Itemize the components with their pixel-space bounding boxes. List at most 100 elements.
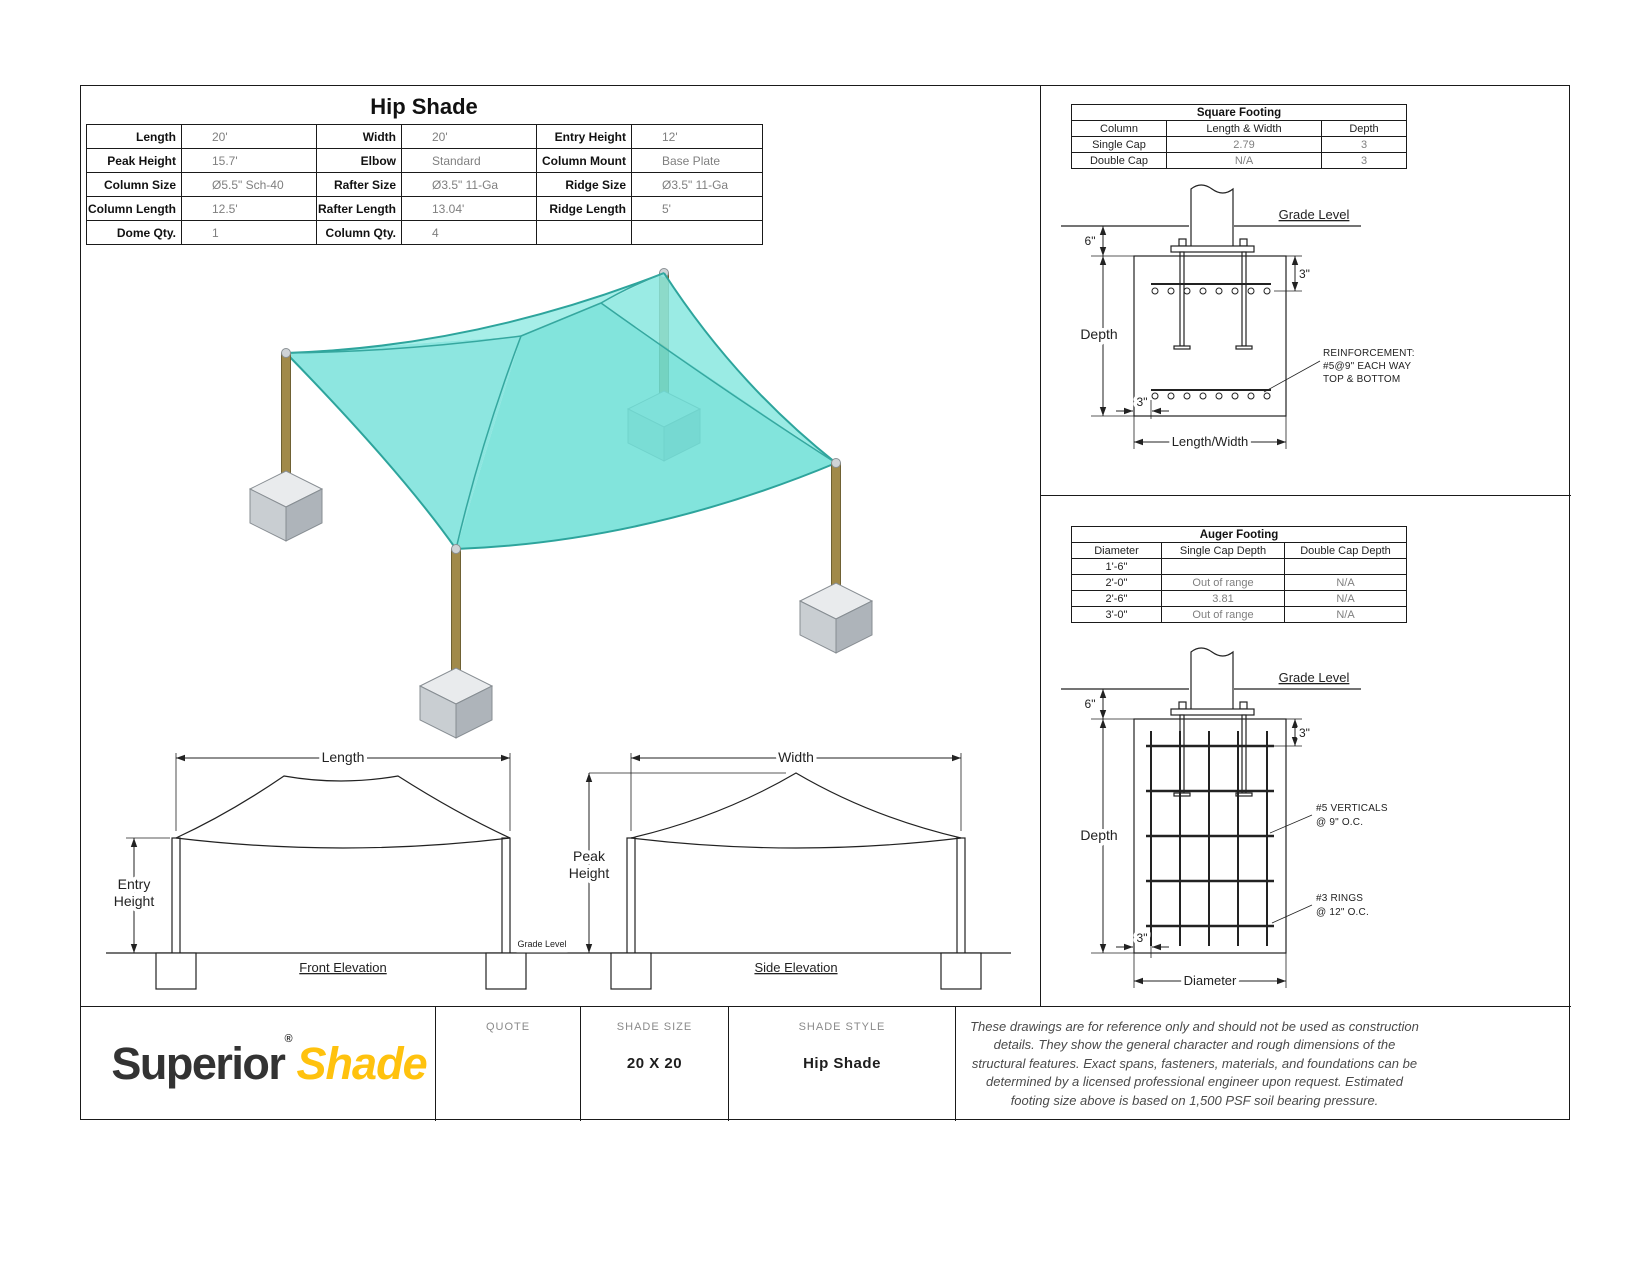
cell: 2'-0" [1071,574,1162,591]
shade-style-cell: SHADE STYLE Hip Shade [729,1007,956,1121]
spec-label: Rafter Length [316,196,402,221]
spec-table: Length 20' Width 20' Entry Height 12' Pe… [86,124,763,245]
page-title: Hip Shade [370,94,478,119]
dim-entry-height-label-2: Height [114,893,155,909]
spec-value: 5' [631,196,763,221]
spec-value: Ø3.5" 11-Ga [631,172,763,197]
grade-level-label: Grade Level [1279,670,1350,685]
col-header: Length & Width [1166,120,1322,137]
iso-canopy-edges [285,272,837,550]
dim-6in-label: 6" [1085,234,1096,248]
dim-3in-bottom-label: 3" [1137,931,1148,945]
rings-note-1: #3 RINGS [1316,893,1363,904]
col-header: Double Cap Depth [1284,542,1407,559]
cell: 2.79 [1166,136,1322,153]
shade-size-cell: SHADE SIZE 20 X 20 [581,1007,729,1121]
spec-label: Ridge Length [536,196,632,221]
spec-row: Dome Qty. 1 Column Qty. 4 [86,220,763,245]
cell: Out of range [1161,606,1285,623]
cell: Single Cap [1071,136,1167,153]
dim-6in-label: 6" [1085,697,1096,711]
grade-level-label: Grade Level [1279,207,1350,222]
side-elevation-caption: Side Elevation [754,960,837,975]
bottom-rebar [1151,389,1271,400]
shade-size-label: SHADE SIZE [616,1021,693,1033]
auger-footing-section: Auger Footing Diameter Single Cap Depth … [1041,496,1571,1006]
spec-value: Ø5.5" Sch-40 [181,172,317,197]
dim-depth-label: Depth [1080,827,1117,843]
spec-row: Peak Height 15.7' Elbow Standard Column … [86,148,763,173]
grade-level-label: Grade Level [517,939,566,949]
quote-cell: QUOTE [436,1007,581,1121]
square-footing-diagram: Grade Level [1061,184,1415,453]
spec-label: Ridge Size [536,172,632,197]
disclaimer: These drawings are for reference only an… [956,1007,1571,1121]
table-row: 1'-6" [1071,558,1407,575]
shade-style-value: Hip Shade [803,1055,881,1072]
spec-label: Dome Qty. [86,220,182,245]
iso-corner-fittings [281,348,841,554]
column-and-baseplate [1170,647,1255,797]
spec-label: Peak Height [86,148,182,173]
spec-value: 20' [401,124,537,149]
spec-label: Width [316,124,402,149]
top-rebar [1151,283,1271,295]
cell [1161,558,1285,575]
front-elevation-caption: Front Elevation [299,960,386,975]
cell: 3 [1321,152,1407,169]
col-header: Single Cap Depth [1161,542,1285,559]
cell: N/A [1284,606,1407,623]
title-block: Superior®Shade QUOTE SHADE SIZE 20 X 20 … [81,1006,1571,1121]
dim-length-label: Length [322,749,365,765]
side-elevation: Width Peak Height Side Elevation [565,746,982,990]
cell: 1'-6" [1071,558,1162,575]
dim-diameter-label: Diameter [1184,973,1237,988]
spec-value [631,220,763,245]
spec-value: 1 [181,220,317,245]
cell: N/A [1166,152,1322,169]
reinforcement-note-1: REINFORCEMENT: [1323,348,1415,359]
spec-label: Column Size [86,172,182,197]
spec-label: Elbow [316,148,402,173]
auger-footing-diagram: Grade Level [1061,647,1388,992]
spec-value: 12.5' [181,196,317,221]
cell: 2'-6" [1071,590,1162,607]
dim-3in-bottom-label: 3" [1137,395,1148,409]
spec-label: Column Length [86,196,182,221]
dim-peak-height-label-2: Height [569,865,610,881]
iso-footings [248,470,874,739]
rebar-rings [1146,744,1274,928]
spec-label: Length [86,124,182,149]
spec-value: 13.04' [401,196,537,221]
spec-label: Entry Height [536,124,632,149]
dim-depth-label: Depth [1080,326,1117,342]
spec-label: Rafter Size [316,172,402,197]
table-row: 3'-0" Out of range N/A [1071,606,1407,623]
dim-width-label: Width [778,749,814,765]
rings-note-2: @ 12" O.C. [1316,907,1369,918]
verticals-note-1: #5 VERTICALS [1316,803,1388,814]
square-footing-section: Square Footing Column Length & Width Dep… [1041,86,1571,496]
cell [1284,558,1407,575]
column-and-baseplate [1170,184,1255,350]
cell: 3'-0" [1071,606,1162,623]
dim-length-width-label: Length/Width [1172,434,1249,449]
elevation-drawings: Length Entry Height Grade Level Front El… [106,746,1011,990]
quote-label: QUOTE [485,1021,531,1033]
drawing-sheet: Hip Shade Length 20' Width 20' Entry Hei… [80,85,1571,1121]
footing-outline [1133,255,1287,417]
square-footing-title: Square Footing [1071,104,1407,121]
dim-3in-top-label: 3" [1299,726,1310,740]
spec-row: Column Size Ø5.5" Sch-40 Rafter Size Ø3.… [86,172,763,197]
dim-entry-height-label-1: Entry [118,876,151,892]
reinforcement-note-2: #5@9" EACH WAY [1323,361,1411,372]
dim-3in-top-label: 3" [1299,267,1310,281]
auger-footing-table: Auger Footing Diameter Single Cap Depth … [1071,526,1407,623]
spec-value: 20' [181,124,317,149]
shade-style-label: SHADE STYLE [798,1021,886,1033]
cell: 3 [1321,136,1407,153]
auger-footing-title: Auger Footing [1071,526,1407,543]
spec-label: Column Mount [536,148,632,173]
spec-value: Base Plate [631,148,763,173]
col-header: Column [1071,120,1167,137]
